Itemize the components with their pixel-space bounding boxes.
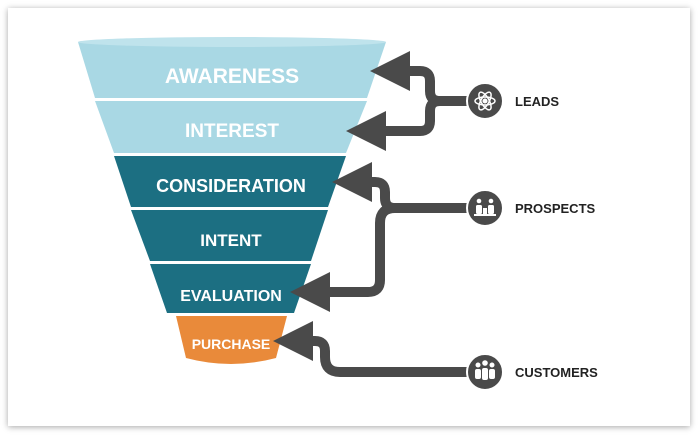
funnel-stage-evaluation: EVALUATION xyxy=(150,264,311,313)
people-icon xyxy=(475,360,495,380)
funnel-stage-interest: INTEREST xyxy=(95,101,367,153)
prospects-connector xyxy=(290,162,468,312)
group-label-leads: LEADS xyxy=(515,94,559,109)
customers-node xyxy=(466,353,504,391)
leads-connector xyxy=(346,51,468,151)
group-icon xyxy=(474,198,496,216)
funnel-stage-purchase: PURCHASE xyxy=(176,316,287,364)
customers-connector xyxy=(273,321,468,377)
funnel-stage-awareness: AWARENESS xyxy=(78,37,386,98)
funnel-stage-consideration: CONSIDERATION xyxy=(114,156,346,207)
stage-label-intent: INTENT xyxy=(200,231,262,250)
stage-label-awareness: AWARENESS xyxy=(165,65,299,88)
funnel-stage-intent: INTENT xyxy=(131,210,328,261)
group-label-customers: CUSTOMERS xyxy=(515,365,598,380)
group-label-prospects: PROSPECTS xyxy=(515,201,596,216)
stage-label-evaluation: EVALUATION xyxy=(180,288,282,305)
stage-label-consideration: CONSIDERATION xyxy=(156,176,306,196)
prospects-node xyxy=(466,189,504,227)
stage-label-purchase: PURCHASE xyxy=(192,336,271,352)
leads-node xyxy=(466,82,504,120)
atom-icon xyxy=(474,91,496,111)
stage-label-interest: INTEREST xyxy=(185,121,279,142)
